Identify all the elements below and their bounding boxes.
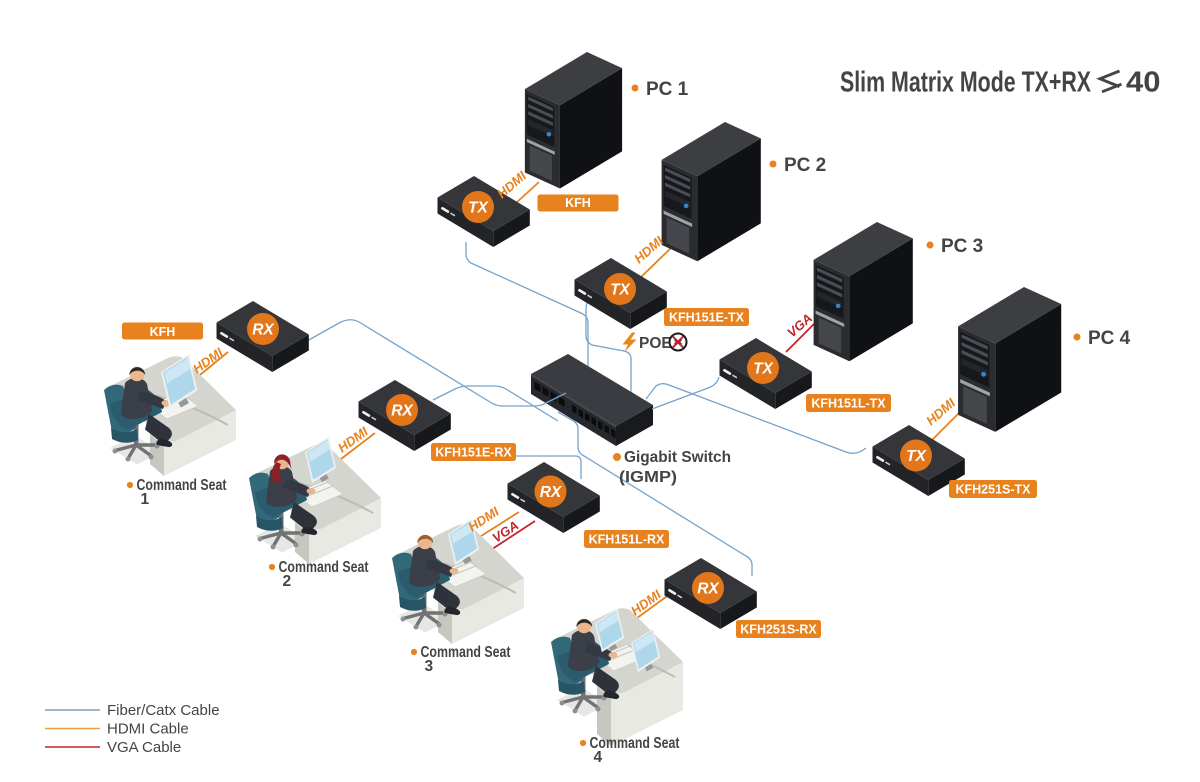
svg-text:VGA Cable: VGA Cable bbox=[107, 739, 181, 756]
svg-text:VGA: VGA bbox=[784, 310, 815, 340]
svg-text:(IGMP): (IGMP) bbox=[619, 469, 677, 486]
svg-text:RX: RX bbox=[252, 322, 275, 339]
svg-text:PC 3: PC 3 bbox=[941, 236, 983, 257]
svg-text:Command Seat: Command Seat bbox=[137, 477, 227, 494]
svg-text:KFH151E-RX: KFH151E-RX bbox=[435, 446, 512, 460]
svg-text:RX: RX bbox=[391, 403, 414, 420]
svg-text:TX: TX bbox=[610, 282, 631, 299]
svg-text:Command Seat: Command Seat bbox=[590, 735, 680, 752]
svg-text:Gigabit Switch: Gigabit Switch bbox=[624, 449, 731, 466]
svg-text:POE: POE bbox=[639, 335, 672, 352]
svg-text:1: 1 bbox=[141, 491, 150, 508]
svg-text:KFH251S-TX: KFH251S-TX bbox=[955, 483, 1031, 497]
svg-text:HDMI Cable: HDMI Cable bbox=[107, 721, 189, 738]
svg-text:KFH: KFH bbox=[565, 196, 591, 210]
svg-text:KFH151L-TX: KFH151L-TX bbox=[811, 397, 886, 411]
svg-text:RX: RX bbox=[697, 581, 720, 598]
svg-text:RX: RX bbox=[540, 484, 563, 501]
svg-text:KFH151E-TX: KFH151E-TX bbox=[669, 311, 745, 325]
svg-text:2: 2 bbox=[283, 573, 292, 590]
svg-text:HDMI: HDMI bbox=[631, 233, 666, 266]
svg-text:Command Seat: Command Seat bbox=[279, 559, 369, 576]
svg-text:TX: TX bbox=[906, 448, 927, 465]
svg-text:Fiber/Catx Cable: Fiber/Catx Cable bbox=[107, 702, 220, 719]
svg-text:Command Seat: Command Seat bbox=[421, 644, 511, 661]
svg-text:TX: TX bbox=[468, 200, 489, 217]
svg-text:PC 4: PC 4 bbox=[1088, 328, 1131, 349]
svg-text:HDMI: HDMI bbox=[628, 587, 664, 619]
svg-text:TX: TX bbox=[753, 361, 774, 378]
svg-text:KFH151L-RX: KFH151L-RX bbox=[589, 533, 665, 547]
svg-text:3: 3 bbox=[425, 658, 434, 675]
svg-text:40: 40 bbox=[1126, 67, 1161, 99]
svg-text:HDMI: HDMI bbox=[190, 345, 226, 377]
svg-text:KFH251S-RX: KFH251S-RX bbox=[740, 623, 817, 637]
svg-text:HDMI: HDMI bbox=[923, 395, 958, 428]
svg-text:4: 4 bbox=[594, 749, 603, 766]
svg-text:PC 2: PC 2 bbox=[784, 155, 826, 176]
svg-text:KFH: KFH bbox=[150, 325, 176, 339]
svg-text:Slim Matrix Mode TX+RX: Slim Matrix Mode TX+RX bbox=[840, 67, 1091, 99]
svg-text:PC 1: PC 1 bbox=[646, 79, 689, 100]
